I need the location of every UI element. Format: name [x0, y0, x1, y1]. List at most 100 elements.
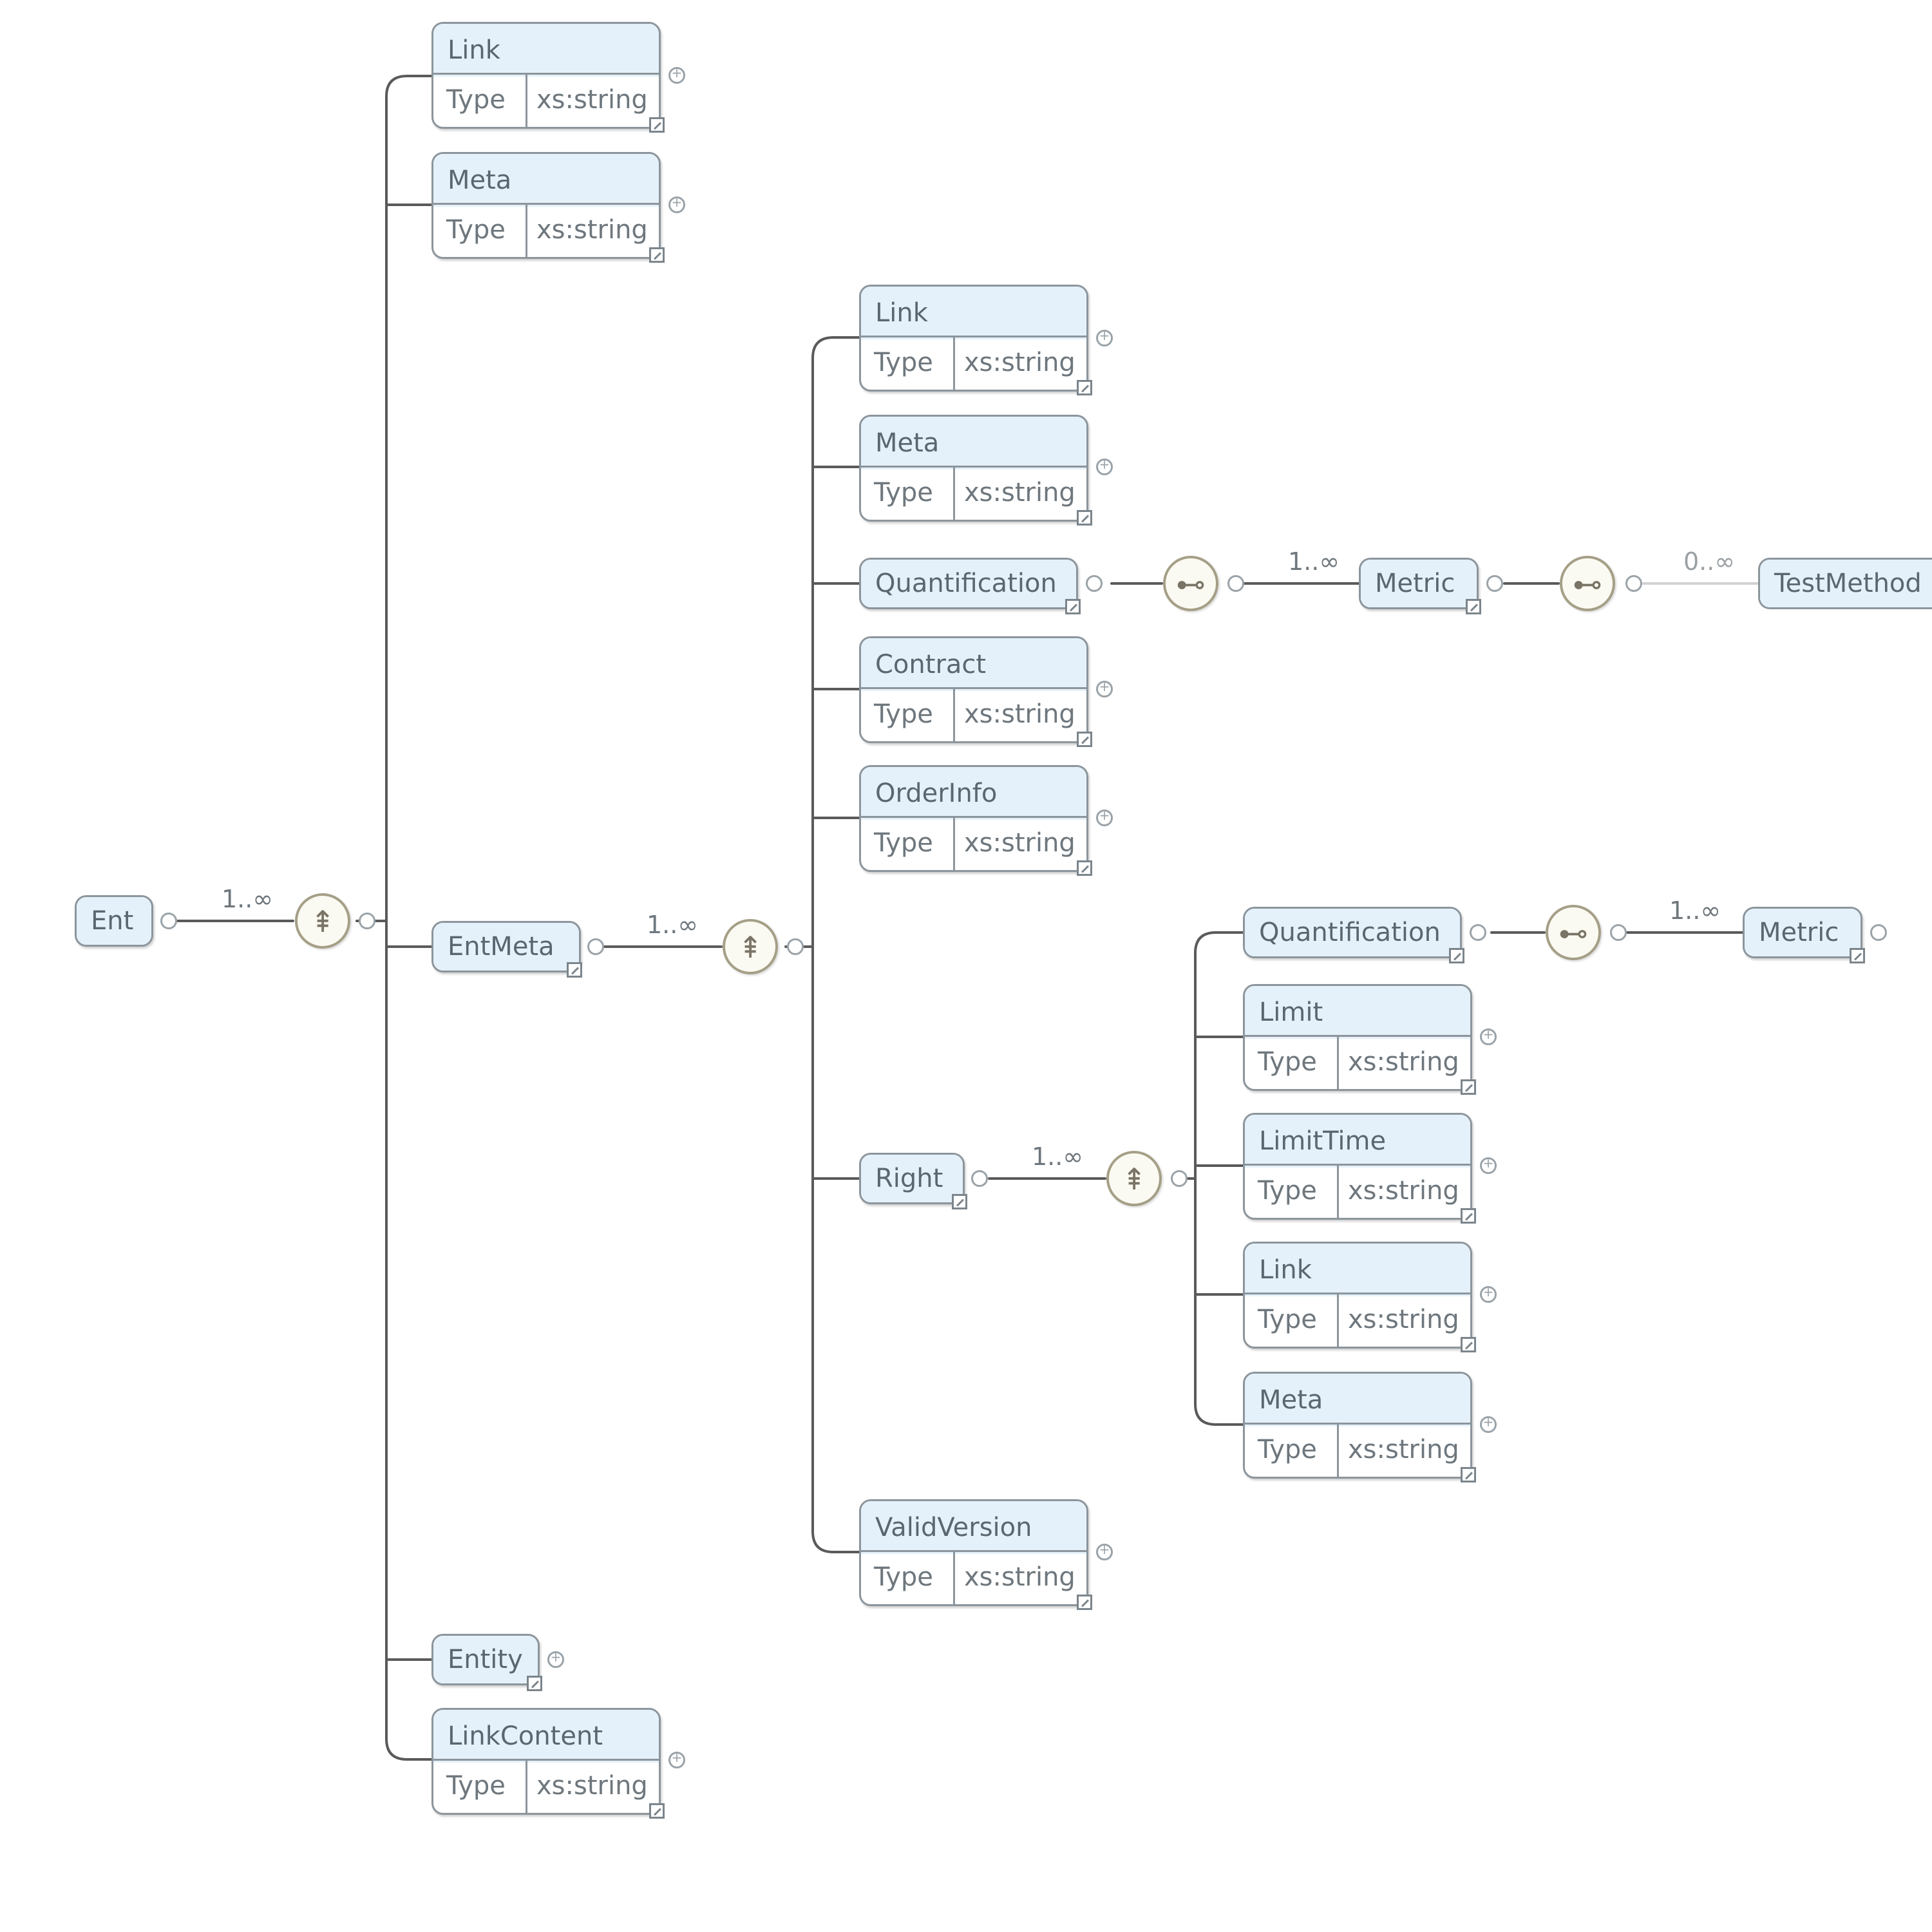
element-name: Ent [77, 897, 151, 945]
element-name: Meta [861, 417, 1086, 469]
type-value: xs:string [536, 215, 648, 245]
reference-arrow-icon [527, 1676, 542, 1691]
element-name: EntMeta [433, 923, 579, 971]
element-ent[interactable]: Ent [75, 895, 153, 947]
expand-icon[interactable] [1096, 679, 1113, 697]
reference-arrow-icon [567, 962, 582, 978]
type-key: Type [433, 75, 527, 127]
expand-icon[interactable] [1096, 1542, 1113, 1560]
element-entmeta-quantification[interactable]: Quantification [859, 558, 1078, 609]
element-meta[interactable]: Meta Type xs:string [431, 152, 661, 259]
occurrence-label: 1..∞ [647, 911, 698, 939]
element-orderinfo[interactable]: OrderInfo Type xs:string [859, 765, 1088, 872]
element-name: Metric [1361, 560, 1477, 607]
type-row: Type xs:string [861, 816, 1086, 870]
reference-arrow-icon [649, 1803, 665, 1819]
type-value: xs:string [536, 85, 648, 115]
sequence-icon: ⊷ [1176, 567, 1206, 601]
expand-icon[interactable] [1486, 575, 1503, 592]
expand-icon[interactable] [971, 1170, 988, 1187]
element-testmethod[interactable]: TestMethod [1758, 558, 1932, 609]
type-row: Type xs:string [861, 336, 1086, 390]
element-name: Link [1245, 1244, 1470, 1296]
element-name: ValidVersion [861, 1501, 1086, 1554]
type-value: xs:string [536, 1771, 648, 1801]
expand-icon[interactable] [668, 1750, 685, 1768]
reference-arrow-icon [1850, 948, 1865, 963]
type-row: Type xs:string [861, 687, 1086, 741]
element-contract[interactable]: Contract Type xs:string [859, 636, 1088, 743]
occurrence-label: 1..∞ [1032, 1142, 1083, 1171]
type-key: Type [1245, 1037, 1339, 1089]
type-value: xs:string [964, 699, 1075, 729]
sequence-compositor[interactable]: ⊷ [1560, 556, 1615, 611]
expand-icon[interactable] [160, 913, 177, 929]
reference-arrow-icon [1449, 948, 1464, 963]
element-entmeta-link[interactable]: Link Type xs:string [859, 285, 1088, 392]
expand-icon[interactable] [1610, 924, 1627, 941]
expand-icon[interactable] [1480, 1414, 1497, 1433]
type-value: xs:string [964, 348, 1075, 377]
expand-icon[interactable] [1470, 924, 1486, 941]
element-right-meta[interactable]: Meta Type xs:string [1243, 1372, 1472, 1479]
expand-icon[interactable] [1171, 1170, 1188, 1187]
expand-icon[interactable] [1480, 1284, 1497, 1303]
expand-icon[interactable] [787, 938, 804, 955]
expand-icon[interactable] [359, 913, 375, 929]
expand-icon[interactable] [1096, 457, 1113, 475]
expand-icon[interactable] [1480, 1027, 1497, 1045]
reference-arrow-icon [1077, 380, 1092, 395]
element-validversion[interactable]: ValidVersion Type xs:string [859, 1499, 1088, 1606]
element-metric[interactable]: Metric [1359, 558, 1479, 609]
element-metric[interactable]: Metric [1743, 907, 1862, 958]
expand-icon[interactable] [1227, 575, 1244, 592]
element-entmeta-meta[interactable]: Meta Type xs:string [859, 415, 1088, 522]
expand-icon[interactable] [547, 1649, 564, 1668]
element-entity[interactable]: Entity [431, 1634, 540, 1685]
element-name: LinkContent [433, 1710, 659, 1763]
type-value: xs:string [964, 828, 1075, 858]
element-name: LimitTime [1245, 1115, 1470, 1168]
element-name: Limit [1245, 986, 1470, 1039]
choice-icon: ⇞ [1121, 1162, 1147, 1197]
element-entmeta[interactable]: EntMeta [431, 921, 581, 972]
element-limittime[interactable]: LimitTime Type xs:string [1243, 1113, 1472, 1220]
element-right[interactable]: Right [859, 1153, 965, 1204]
type-key: Type [861, 689, 955, 741]
type-key: Type [1245, 1294, 1339, 1347]
element-name: Meta [1245, 1374, 1470, 1426]
element-linkcontent[interactable]: LinkContent Type xs:string [431, 1708, 661, 1815]
sequence-compositor[interactable]: ⊷ [1546, 905, 1601, 960]
expand-icon[interactable] [1096, 808, 1113, 826]
type-row: Type xs:string [1245, 1423, 1470, 1477]
expand-icon[interactable] [587, 938, 604, 955]
sequence-icon: ⊷ [1558, 916, 1588, 951]
expand-icon[interactable] [668, 194, 685, 213]
element-limit[interactable]: Limit Type xs:string [1243, 984, 1472, 1091]
element-link[interactable]: Link Type xs:string [431, 22, 661, 129]
element-name: Quantification [1245, 909, 1460, 956]
expand-icon[interactable] [1096, 328, 1113, 346]
choice-compositor[interactable]: ⇞ [295, 893, 350, 949]
reference-arrow-icon [1065, 599, 1081, 614]
type-row: Type xs:string [1245, 1164, 1470, 1218]
choice-compositor[interactable]: ⇞ [1106, 1151, 1162, 1206]
element-right-link[interactable]: Link Type xs:string [1243, 1242, 1472, 1349]
expand-icon[interactable] [1086, 575, 1103, 592]
element-right-quantification[interactable]: Quantification [1243, 907, 1462, 958]
expand-icon[interactable] [1625, 575, 1642, 592]
type-key: Type [861, 337, 955, 390]
reference-arrow-icon [649, 117, 665, 133]
type-value: xs:string [1348, 1176, 1459, 1206]
expand-icon[interactable] [1480, 1155, 1497, 1174]
reference-arrow-icon [1461, 1208, 1476, 1224]
type-row: Type xs:string [861, 466, 1086, 520]
choice-compositor[interactable]: ⇞ [723, 919, 778, 974]
expand-icon[interactable] [1870, 924, 1887, 941]
sequence-compositor[interactable]: ⊷ [1163, 556, 1218, 611]
element-name: Meta [433, 154, 659, 207]
type-key: Type [1245, 1166, 1339, 1218]
expand-icon[interactable] [668, 65, 685, 84]
type-row: Type xs:string [433, 1759, 659, 1813]
